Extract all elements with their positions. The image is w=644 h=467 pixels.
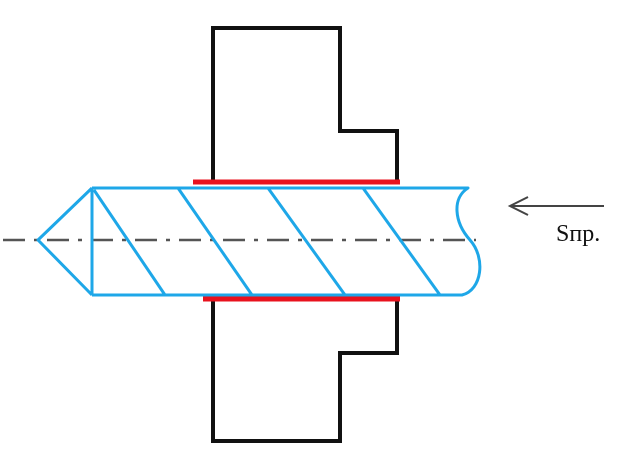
workpiece-top-outline: [211, 26, 399, 182]
margin-contact-surfaces: [193, 179, 400, 302]
drill-flute-4: [361, 187, 442, 296]
drill-flute-2: [176, 187, 254, 296]
feed-direction-arrow: [507, 196, 604, 216]
drill-flute-3: [266, 187, 347, 296]
feed-arrow-head: [507, 196, 529, 216]
workpiece: [211, 26, 399, 443]
drill-body-outline: [92, 186, 482, 297]
drill-bit: [36, 186, 482, 297]
workpiece-bottom-outline: [211, 300, 399, 443]
feed-rate-label: Sпр.: [556, 221, 601, 247]
drill-tip: [36, 186, 94, 297]
drill-flute-1: [92, 189, 167, 296]
